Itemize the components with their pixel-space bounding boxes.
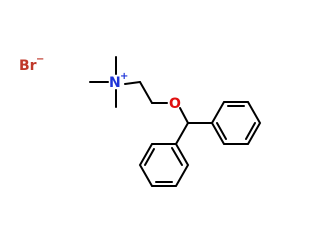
- nitrogen-charge: +: [120, 71, 128, 82]
- phenyl-ring-right: [210, 101, 262, 145]
- phenyl-ring-lower: [138, 143, 190, 187]
- bromide-charge: −: [36, 54, 44, 65]
- bond-n-ch2: [124, 81, 141, 85]
- nitrogen-label: N: [109, 75, 121, 91]
- molecule-drawing: Br − N + O: [19, 54, 262, 187]
- bonds: [89, 56, 262, 187]
- structure-diagram: Br − N + O: [19, 54, 262, 187]
- bond-ch2-ch2: [139, 81, 153, 104]
- bond-ch-phenyl-lower: [175, 122, 189, 145]
- bromide-label: Br: [19, 58, 37, 74]
- bond-o-ch: [179, 107, 189, 124]
- oxygen-label: O: [169, 96, 181, 112]
- atom-labels: Br − N + O: [19, 54, 181, 112]
